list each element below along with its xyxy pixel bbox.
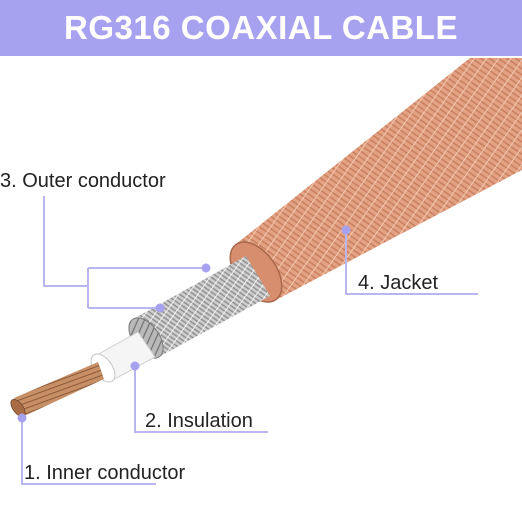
leader-line-insulation: [134, 366, 268, 433]
cable-inner-conductor: [10, 362, 104, 418]
cable-insulation: [90, 331, 156, 383]
label-inner-conductor: 1. Inner conductor: [24, 462, 186, 484]
leader-dot-outer-conductor-upper: [201, 263, 211, 273]
leader-line-outer-conductor: [43, 196, 206, 309]
page-title: RG316 COAXIAL CABLE: [64, 9, 458, 46]
leader-line-inner-conductor: [21, 418, 156, 485]
leader-dot-outer-conductor-lower: [155, 303, 165, 313]
leader-dot-jacket: [341, 225, 351, 235]
leader-dot-insulation: [130, 361, 140, 371]
label-insulation: 2. Insulation: [145, 410, 253, 432]
title-banner: RG316 COAXIAL CABLE: [0, 0, 522, 56]
label-outer-conductor: 3. Outer conductor: [0, 170, 166, 192]
label-jacket: 4. Jacket: [358, 272, 439, 294]
leader-dot-inner-conductor: [17, 413, 27, 423]
leader-line-jacket: [345, 230, 478, 295]
